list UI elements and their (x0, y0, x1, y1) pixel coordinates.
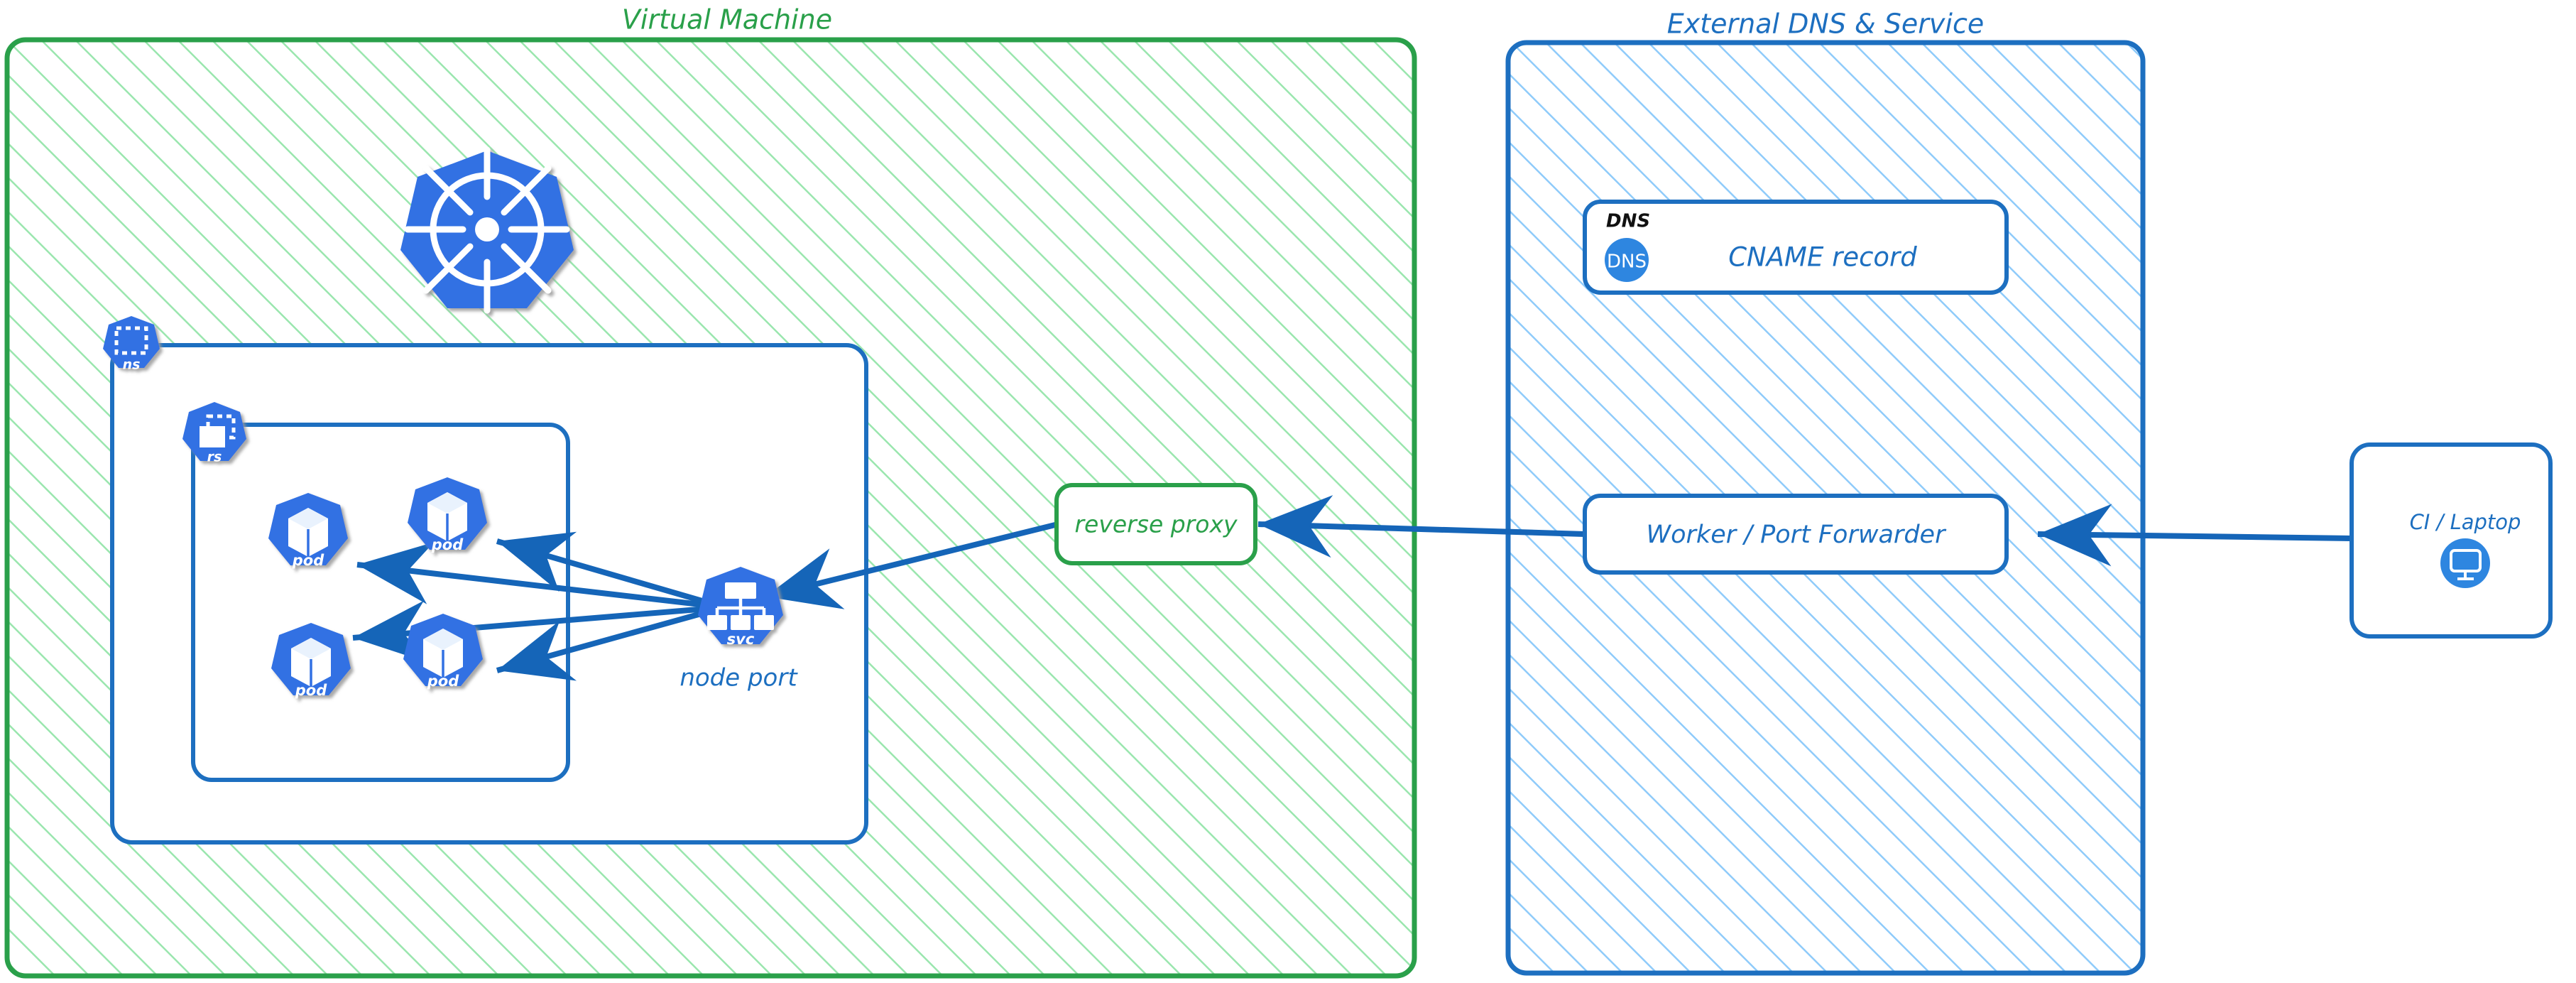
edge-svc-to-pod4 (496, 604, 726, 681)
k8s-node-pod3-label: pod (295, 682, 327, 699)
group-external-dns-service[interactable]: External DNS & Service (1505, 9, 2146, 976)
worker-port-forwarder-box-outline[interactable] (1583, 494, 2009, 575)
pod-cube-icon (423, 629, 463, 678)
k8s-node-svc-label: svc (727, 631, 755, 648)
k8s-node-pod1[interactable]: pod (268, 493, 348, 569)
edge-worker-to-reverse-proxy (1257, 495, 1586, 558)
node-port-label: node port (680, 664, 798, 693)
dns-badge-circle (1605, 238, 1649, 282)
k8s-node-pod2-label: pod (431, 536, 464, 553)
reverse-proxy-box-outline[interactable] (1054, 483, 1257, 565)
k8s-node-ns[interactable]: ns (103, 316, 160, 373)
pod-cube-icon (427, 492, 467, 541)
k8s-node-pod4-label: pod (427, 673, 459, 690)
ci-laptop-box-outline[interactable] (2349, 442, 2553, 639)
virtual-machine-title: Virtual Machine (622, 4, 832, 36)
pod-cube-icon (291, 638, 331, 687)
box-reverse-proxy[interactable]: reverse proxy (1054, 483, 1257, 565)
edge-ci-laptop-to-worker (2037, 504, 2352, 567)
dns-record-header: DNS (1606, 211, 1650, 232)
k8s-node-pod4[interactable]: pod (403, 614, 483, 690)
edge-reverse-proxy-to-svc (765, 521, 1059, 609)
namespace-icon (114, 326, 148, 355)
k8s-node-rs-label: rs (207, 450, 222, 465)
cname-record-label: CNAME record (1728, 242, 1917, 273)
k8s-node-pod3[interactable]: pod (271, 623, 351, 699)
box-ci-laptop[interactable]: CI / Laptop (2349, 442, 2553, 639)
box-dns-record[interactable]: DNS DNS CNAME record (1583, 200, 2009, 295)
kubernetes-logo-icon (400, 146, 574, 314)
k8s-node-rs[interactable]: rs (182, 402, 246, 465)
edge-svc-to-pod2 (496, 531, 726, 610)
k8s-node-svc[interactable]: svc (698, 567, 783, 648)
k8s-node-ns-label: ns (123, 357, 141, 373)
monitor-icon (2440, 538, 2490, 588)
pod-cube-icon (288, 508, 328, 557)
external-dns-service-title: External DNS & Service (1667, 9, 1984, 40)
replicaset-container-box[interactable] (191, 423, 570, 782)
ci-laptop-label: CI / Laptop (2410, 510, 2521, 534)
reverse-proxy-label: reverse proxy (1074, 511, 1237, 538)
box-worker-port-forwarder[interactable]: Worker / Port Forwarder (1583, 494, 2009, 575)
service-tree-icon (707, 582, 774, 630)
k8s-node-pod1-label: pod (292, 552, 324, 569)
k8s-node-pod2[interactable]: pod (408, 477, 487, 553)
dns-record-box-outline[interactable] (1583, 200, 2009, 295)
replicaset-icon (200, 414, 236, 447)
dns-badge-label: DNS (1607, 251, 1647, 273)
worker-port-forwarder-label: Worker / Port Forwarder (1647, 521, 1948, 549)
